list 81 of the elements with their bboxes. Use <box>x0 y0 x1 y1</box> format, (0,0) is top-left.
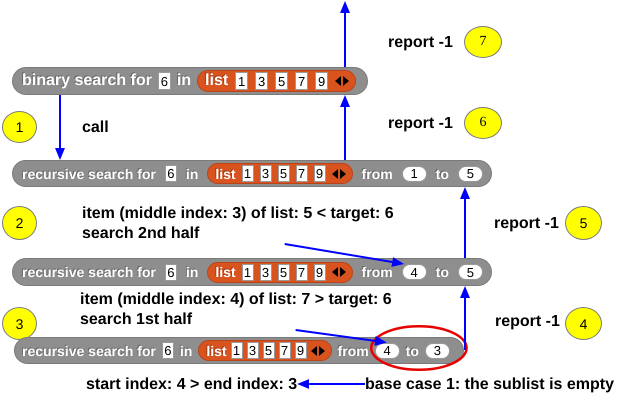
step-number: 3 <box>2 307 37 340</box>
input-slot: 7 <box>296 165 308 182</box>
annotation-text: base case 1: the sublist is empty <box>365 375 614 395</box>
step-number: 1 <box>2 111 37 143</box>
input-slot: 6 <box>164 165 177 182</box>
input-slot: 9 <box>314 165 326 182</box>
input-slot: 7 <box>278 342 291 359</box>
input-slot: 6 <box>164 264 177 280</box>
block-label: recursive search for <box>22 166 156 182</box>
list-label: list <box>215 166 236 182</box>
input-slot: 9 <box>314 264 326 280</box>
block-label: to <box>436 264 449 280</box>
block-label: recursive search for <box>22 264 156 280</box>
input-slot: 1 <box>242 264 254 280</box>
input-slot: 3 <box>424 342 450 358</box>
input-slot: 1 <box>242 165 254 182</box>
input-slot: 6 <box>162 342 174 359</box>
arrow <box>295 329 387 346</box>
arrow <box>460 286 470 350</box>
list-reporter <box>198 340 332 361</box>
step-number: 2 <box>2 206 37 240</box>
arrow <box>340 1 350 67</box>
edge-label: report -1 <box>495 313 560 331</box>
input-slot: 7 <box>296 264 308 280</box>
input-slot: 5 <box>278 165 290 182</box>
block-label: to <box>406 342 419 358</box>
edge-label: report -1 <box>494 215 559 233</box>
block-label: to <box>436 166 449 182</box>
annotation-text: item (middle index: 4) of list: 7 > target: 6 <box>80 290 392 310</box>
list-reporter <box>207 262 353 282</box>
annotation-text: search 1st half <box>80 310 192 330</box>
step-number: 6 <box>464 107 502 139</box>
step-number: 4 <box>565 307 602 340</box>
input-slot: 3 <box>246 342 259 359</box>
reporter-block <box>12 160 492 187</box>
annotation-text: search 2nd half <box>82 224 200 244</box>
arrow <box>55 95 65 160</box>
block-label: in <box>176 72 192 90</box>
edge-label: report -1 <box>388 115 453 133</box>
step-number: 7 <box>464 26 502 58</box>
input-slot: 1 <box>235 72 248 90</box>
input-slot: 5 <box>275 72 288 90</box>
input-slot: 6 <box>158 72 171 90</box>
arrow <box>460 187 470 258</box>
reporter-block <box>12 258 492 286</box>
list-label: list <box>215 264 236 280</box>
reporter-block <box>14 337 464 364</box>
reporter-block <box>12 67 368 95</box>
input-slot: 1 <box>402 166 427 182</box>
input-slot: 5 <box>262 342 275 359</box>
list-label: list <box>206 342 227 358</box>
block-label: recursive search for <box>22 342 156 358</box>
block-label: binary search for <box>22 72 152 90</box>
input-slot: 5 <box>458 264 483 280</box>
input-slot: 5 <box>278 264 290 280</box>
input-slot: 3 <box>255 72 268 90</box>
annotation-text: item (middle index: 3) of list: 5 < target: 6 <box>82 204 394 224</box>
input-slot: 5 <box>458 166 483 182</box>
block-label: in <box>180 342 192 358</box>
list-label: list <box>205 72 228 90</box>
input-slot: 3 <box>260 264 272 280</box>
input-slot: 1 <box>230 342 243 359</box>
input-slot: 9 <box>315 72 328 90</box>
arrow <box>297 379 365 389</box>
block-label: from <box>362 264 393 280</box>
list-reporter <box>207 163 353 184</box>
list-reporter <box>197 70 356 92</box>
block-label: from <box>362 166 393 182</box>
input-slot: 3 <box>260 165 272 182</box>
input-slot: 9 <box>294 342 307 359</box>
block-label: in <box>186 166 198 182</box>
input-slot: 4 <box>402 264 427 280</box>
block-label: from <box>338 342 369 358</box>
input-slot: 7 <box>295 72 308 90</box>
edge-label: report -1 <box>388 34 453 52</box>
annotation-text: start index: 4 > end index: 3 <box>86 375 298 395</box>
block-label: in <box>186 264 198 280</box>
step-number: 5 <box>565 206 602 240</box>
arrow <box>340 95 350 160</box>
arrow <box>284 243 404 267</box>
input-slot: 4 <box>374 342 400 358</box>
